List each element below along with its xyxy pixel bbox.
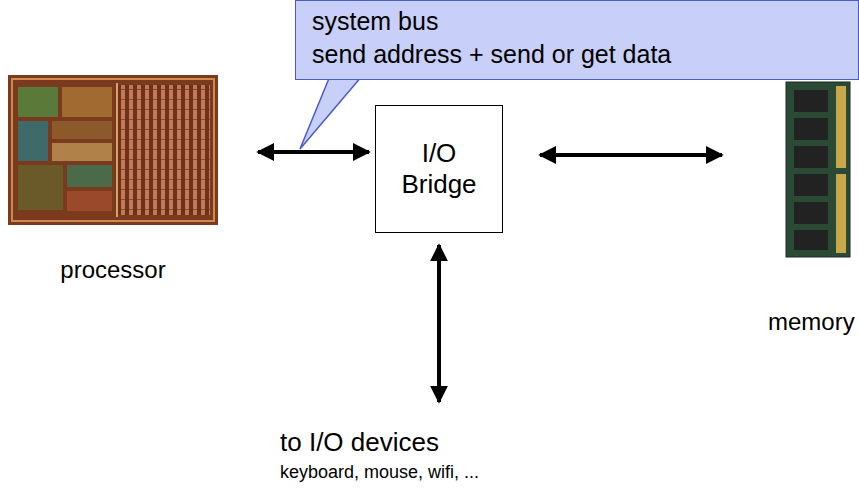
process-box: I/O Bridge bbox=[375, 105, 503, 233]
io-devices-node: to I/O devices keyboard, mouse, wifi, ... bbox=[280, 428, 479, 483]
callout-pointer bbox=[300, 76, 362, 149]
node-label: memory bbox=[768, 308, 854, 336]
node-sublabel: keyboard, mouse, wifi, ... bbox=[280, 462, 479, 483]
memory-module bbox=[786, 82, 850, 257]
processor-node: processor bbox=[8, 72, 218, 284]
node-sublabel: send address + send or get data bbox=[312, 40, 842, 69]
callout-box: system bus send address + send or get dat… bbox=[295, 0, 859, 80]
memory-node: memory bbox=[768, 82, 854, 336]
bus-arrow bbox=[437, 245, 441, 402]
bus-arrow bbox=[258, 150, 369, 154]
bus-arrow bbox=[540, 153, 722, 157]
node-label: I/O Bridge bbox=[382, 138, 496, 200]
node-label: processor bbox=[8, 256, 218, 284]
node-label: system bus bbox=[312, 7, 842, 36]
processor-die bbox=[8, 75, 218, 225]
node-label: to I/O devices bbox=[280, 428, 479, 458]
